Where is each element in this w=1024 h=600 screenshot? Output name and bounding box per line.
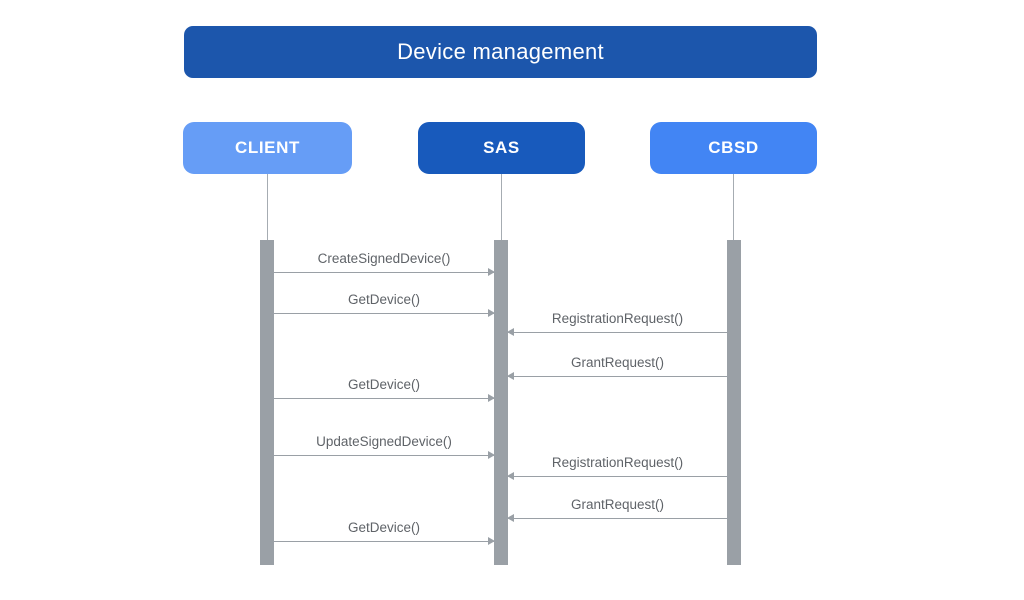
activation-bar-client: [260, 240, 274, 565]
message-label: CreateSignedDevice(): [317, 251, 451, 266]
activation-bar-cbsd: [727, 240, 741, 565]
message-arrow-right-icon: [274, 309, 495, 317]
actor-sas: SAS: [418, 122, 585, 174]
message-get-device-1: GetDevice(): [274, 292, 495, 317]
message-label: UpdateSignedDevice(): [316, 434, 452, 449]
diagram-title-banner: Device management: [184, 26, 817, 78]
message-arrow-left-icon: [507, 328, 727, 336]
message-get-device-3: GetDevice(): [274, 520, 495, 545]
lifeline-cbsd: [733, 174, 734, 240]
message-registration-request-2: RegistrationRequest(): [507, 455, 727, 480]
message-arrow-right-icon: [274, 268, 495, 276]
message-arrow-right-icon: [274, 394, 495, 402]
message-arrow-right-icon: [274, 451, 495, 459]
message-grant-request-2: GrantRequest(): [507, 497, 727, 522]
message-create-signed-device: CreateSignedDevice(): [274, 251, 495, 276]
message-get-device-2: GetDevice(): [274, 377, 495, 402]
message-label: GetDevice(): [347, 292, 420, 307]
message-label: RegistrationRequest(): [551, 455, 684, 470]
message-label: GrantRequest(): [570, 497, 665, 512]
message-label: GetDevice(): [347, 377, 420, 392]
actor-client-label: CLIENT: [235, 138, 300, 157]
actor-cbsd-label: CBSD: [708, 138, 759, 157]
message-arrow-left-icon: [507, 514, 727, 522]
message-label: GrantRequest(): [570, 355, 665, 370]
lifeline-sas: [501, 174, 502, 240]
actor-client: CLIENT: [183, 122, 352, 174]
message-label: RegistrationRequest(): [551, 311, 684, 326]
message-arrow-right-icon: [274, 537, 495, 545]
actor-cbsd: CBSD: [650, 122, 817, 174]
message-grant-request-1: GrantRequest(): [507, 355, 727, 380]
lifeline-client: [267, 174, 268, 240]
diagram-title: Device management: [397, 39, 604, 64]
activation-bar-sas: [494, 240, 508, 565]
message-arrow-left-icon: [507, 372, 727, 380]
actor-sas-label: SAS: [483, 138, 520, 157]
message-registration-request-1: RegistrationRequest(): [507, 311, 727, 336]
message-arrow-left-icon: [507, 472, 727, 480]
message-label: GetDevice(): [347, 520, 420, 535]
message-update-signed-device: UpdateSignedDevice(): [274, 434, 495, 459]
